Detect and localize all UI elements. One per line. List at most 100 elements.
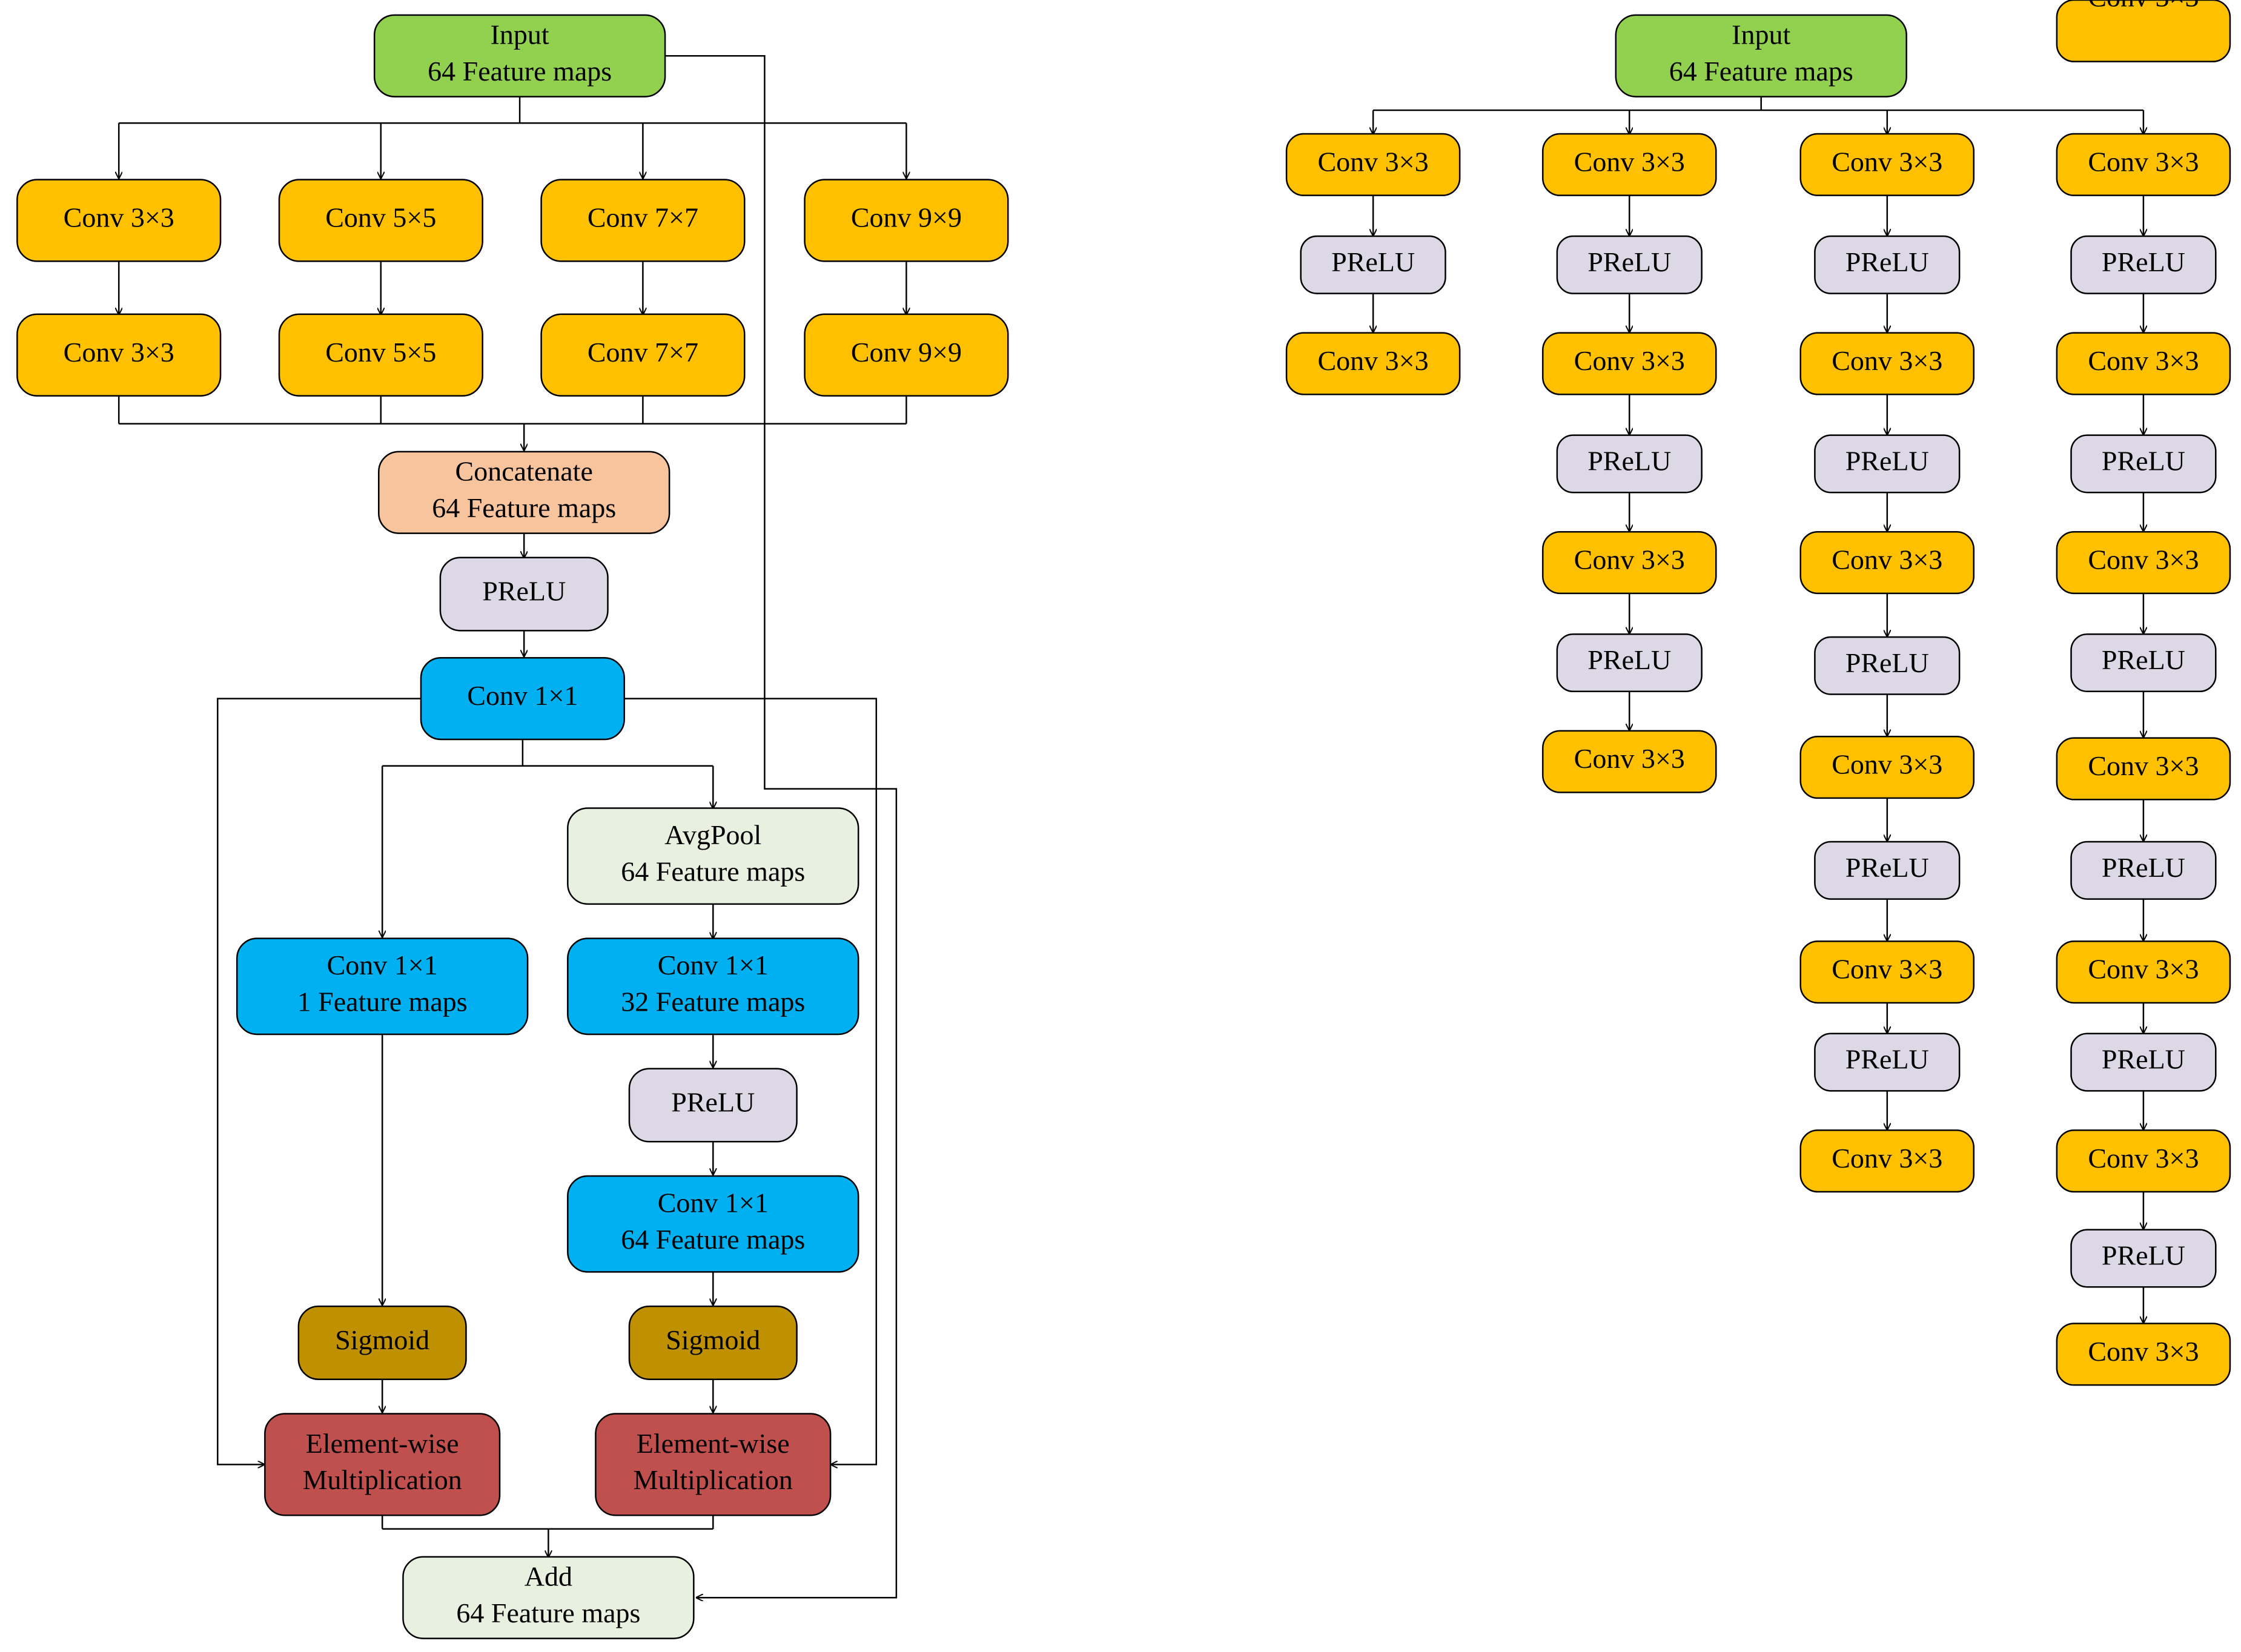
right-col-4-layer-1-label: Conv 3×3 bbox=[2088, 146, 2199, 177]
conv1x1-to-mult-right-arrow bbox=[624, 698, 878, 1465]
spatial-conv-node-label-1: Conv 1×1 bbox=[327, 950, 438, 980]
channel-conv2-node: Conv 1×164 Feature maps bbox=[567, 1175, 859, 1273]
right-col-3-layer-7: Conv 3×3 bbox=[1799, 736, 1975, 799]
right-input-node-label-2: 64 Feature maps bbox=[1669, 56, 1853, 87]
conv1x1-node: Conv 1×1 bbox=[420, 657, 625, 741]
branch-1-conv-a: Conv 3×3 bbox=[16, 179, 222, 262]
branch-2-conv-b-label: Conv 5×5 bbox=[325, 337, 436, 368]
right-col-4-layer-4-label: PReLU bbox=[2102, 445, 2185, 476]
branch-3-conv-a: Conv 7×7 bbox=[540, 179, 746, 262]
mult-left-node-label-1: Element-wise bbox=[306, 1428, 459, 1459]
channel-conv2-node-shape bbox=[567, 1175, 859, 1273]
right-col-4-layer-7-shape bbox=[2056, 737, 2231, 801]
right-col-3-layer-2: PReLU bbox=[1814, 235, 1961, 294]
left-input-node-shape bbox=[373, 14, 666, 97]
right-col-3-layer-1: Conv 3×3 bbox=[1799, 133, 1975, 196]
right-col-4-layer-13-label: Conv 3×3 bbox=[2088, 1336, 2199, 1367]
branch-1-conv-b-label: Conv 3×3 bbox=[64, 337, 174, 368]
channel-prelu-node-label: PReLU bbox=[671, 1087, 755, 1118]
right-col-3-layer-9-label: Conv 3×3 bbox=[1832, 954, 1942, 985]
right-col-3-layer-2-shape bbox=[1814, 235, 1961, 294]
spatial-conv-node: Conv 1×11 Feature maps bbox=[236, 937, 529, 1036]
right-col-2-layer-6-label: PReLU bbox=[1587, 644, 1671, 675]
right-col-2-layer-5-shape bbox=[1541, 530, 1717, 595]
avgpool-node-label-1: AvgPool bbox=[664, 819, 761, 850]
concatenate-node: Concatenate 64 Feature maps bbox=[378, 451, 670, 534]
right-col-4-layer-13: Conv 3×3 bbox=[2056, 1323, 2231, 1386]
right-col-4-layer-1: Conv 3×3 bbox=[2056, 133, 2231, 196]
right-col-4-layer-4: PReLU bbox=[2070, 434, 2217, 494]
right-col-1-layer-1-shape bbox=[1285, 133, 1461, 196]
right-col-1-layer-3-label: Conv 3×3 bbox=[1318, 345, 1429, 376]
avgpool-node: AvgPool 64 Feature maps bbox=[567, 807, 859, 905]
prelu-node-label: PReLU bbox=[482, 576, 566, 607]
right-col-4-layer-5: Conv 3×3 bbox=[2056, 530, 2231, 595]
channel-conv1-node-label-1: Conv 1×1 bbox=[658, 950, 769, 980]
right-col-2-layer-3-label: Conv 3×3 bbox=[1574, 345, 1685, 376]
right-col-3-layer-11-label: Conv 3×3 bbox=[1832, 1143, 1942, 1174]
right-col-1-layer-2-shape bbox=[1300, 235, 1446, 294]
right-col-1-layer-2: PReLU bbox=[1300, 235, 1446, 294]
branch-1-conv-b: Conv 3×3 bbox=[16, 313, 222, 397]
right-col-4-layer-3: Conv 3×3 bbox=[2056, 332, 2231, 395]
right-col-3-layer-7-shape bbox=[1799, 736, 1975, 799]
right-col-4-layer-5-label: Conv 3×3 bbox=[2088, 544, 2199, 575]
avgpool-node-label-2: 64 Feature maps bbox=[621, 856, 805, 887]
branch-4-conv-b-shape bbox=[804, 313, 1009, 397]
branch-4-conv-b: Conv 9×9 bbox=[804, 313, 1009, 397]
branch-3-conv-a-shape bbox=[540, 179, 746, 262]
right-col-3-layer-11-shape bbox=[1799, 1129, 1975, 1193]
branch-2-conv-b: Conv 5×5 bbox=[278, 313, 483, 397]
right-col-4-layer-3-shape bbox=[2056, 332, 2231, 395]
add-node-shape bbox=[402, 1556, 695, 1639]
sigmoid-left-node-shape bbox=[297, 1305, 467, 1380]
branch-2-conv-a: Conv 5×5 bbox=[278, 179, 483, 262]
right-col-4-layer-12-shape bbox=[2070, 1229, 2217, 1288]
right-col-2-layer-5: Conv 3×3 bbox=[1541, 530, 1717, 595]
right-col-2-layer-2: PReLU bbox=[1556, 235, 1703, 294]
right-col-1-layer-2-label: PReLU bbox=[1331, 246, 1415, 277]
right-col-3-layer-9-shape bbox=[1799, 940, 1975, 1004]
right-col-3-layer-8-shape bbox=[1814, 841, 1961, 900]
right-col-4-layer-9-label: Conv 3×3 bbox=[2088, 954, 2199, 985]
branch-3-conv-b: Conv 7×7 bbox=[540, 313, 746, 397]
right-col-2-layer-1: Conv 3×3 bbox=[1541, 133, 1717, 196]
right-col-2-layer-1-label: Conv 3×3 bbox=[1574, 146, 1685, 177]
right-col-4-layer-5-shape bbox=[2056, 530, 2231, 595]
right-col-4-layer-11: Conv 3×3 bbox=[2056, 1129, 2231, 1193]
right-col-1-layer-1-label: Conv 3×3 bbox=[1318, 146, 1429, 177]
concatenate-node-label-2: 64 Feature maps bbox=[432, 492, 616, 523]
right-col-4-layer-8-shape bbox=[2070, 841, 2217, 900]
branch-3-conv-a-label: Conv 7×7 bbox=[588, 202, 698, 233]
right-col-4-layer-15-label: Conv 3×3 bbox=[2088, 0, 2199, 13]
right-col-4-layer-2-shape bbox=[2070, 235, 2217, 294]
branch-1-conv-a-shape bbox=[16, 179, 222, 262]
channel-conv1-node-label-2: 32 Feature maps bbox=[621, 986, 805, 1017]
right-col-2-layer-1-shape bbox=[1541, 133, 1717, 196]
right-col-4-layer-7-label: Conv 3×3 bbox=[2088, 750, 2199, 781]
concatenate-node-shape bbox=[378, 451, 670, 534]
branch-2-conv-b-shape bbox=[278, 313, 483, 397]
right-col-4-layer-10: PReLU bbox=[2070, 1032, 2217, 1092]
right-col-4-layer-9-shape bbox=[2056, 940, 2231, 1004]
right-col-4-layer-1-shape bbox=[2056, 133, 2231, 196]
right-col-4-layer-6-shape bbox=[2070, 633, 2217, 693]
concatenate-node-label-1: Concatenate bbox=[455, 456, 593, 487]
right-col-3-layer-10-label: PReLU bbox=[1845, 1044, 1929, 1075]
branch-3-conv-b-label: Conv 7×7 bbox=[588, 337, 698, 368]
right-col-4-layer-11-label: Conv 3×3 bbox=[2088, 1143, 2199, 1174]
right-input-node-shape bbox=[1615, 14, 1907, 97]
right-col-4-layer-12: PReLU bbox=[2070, 1229, 2217, 1288]
right-col-2-layer-7-shape bbox=[1541, 730, 1717, 793]
right-col-2-layer-6: PReLU bbox=[1556, 633, 1703, 693]
add-node-label-2: 64 Feature maps bbox=[456, 1597, 640, 1628]
branch-4-conv-a-shape bbox=[804, 179, 1009, 262]
right-col-4-layer-13-shape bbox=[2056, 1323, 2231, 1386]
right-col-2-layer-3: Conv 3×3 bbox=[1541, 332, 1717, 395]
sigmoid-right-node-label: Sigmoid bbox=[666, 1324, 760, 1355]
right-col-3-layer-1-label: Conv 3×3 bbox=[1832, 146, 1942, 177]
conv1x1-to-mult-left-arrow bbox=[217, 698, 421, 1465]
